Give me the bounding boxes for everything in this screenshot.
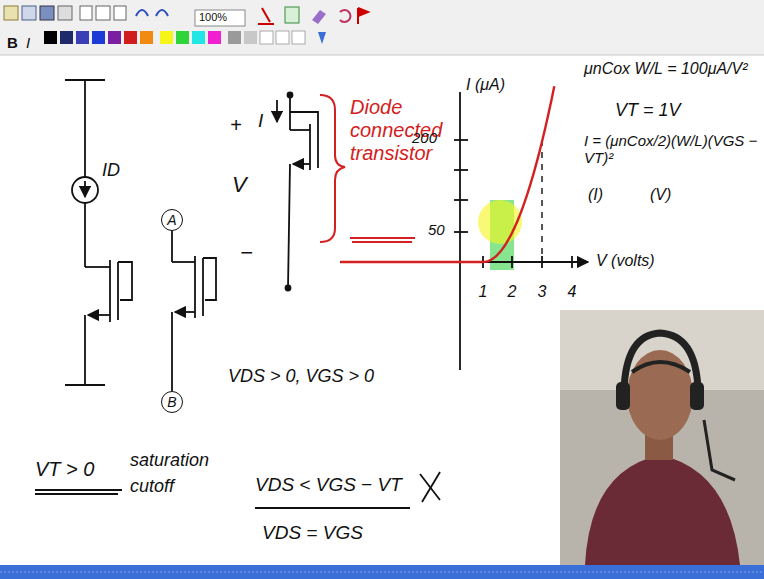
- tick-label: 200: [412, 129, 437, 146]
- condition-note: VDS = VGS: [262, 522, 363, 544]
- tick-label: 2: [508, 283, 517, 301]
- tick-label: 50: [428, 221, 445, 238]
- transistor-ab: [172, 231, 216, 391]
- diode-connected-transistor: [277, 93, 318, 291]
- strokes: [35, 472, 440, 508]
- toolbar-letter: B: [7, 34, 18, 51]
- polarity-sign: −: [240, 240, 253, 265]
- terminal-name: B: [167, 395, 176, 409]
- toolbar-letter: I: [26, 34, 30, 51]
- condition-note: VT > 0: [35, 458, 94, 481]
- terminal-circle: B: [161, 391, 183, 413]
- unit-note: (V): [650, 186, 671, 204]
- toolbar: [0, 0, 764, 55]
- current-equation: I = (μnCox/2)(W/L)(VGS − VT)²: [584, 132, 762, 167]
- tick-label: 1: [479, 283, 488, 301]
- region-name: saturation: [130, 450, 209, 471]
- voltage-label: V: [232, 172, 247, 197]
- webcam-inset: [560, 310, 764, 565]
- status-bar: [0, 565, 764, 579]
- condition-note: VDS > 0, VGS > 0: [228, 366, 374, 387]
- polarity-sign: +: [230, 114, 242, 137]
- tick-label: 4: [568, 283, 577, 301]
- parameter-note: μnCox W/L = 100μA/V²: [584, 60, 762, 78]
- region-name: cutoff: [130, 476, 174, 497]
- iv-graph: [340, 86, 588, 370]
- current-label: I: [258, 110, 263, 132]
- axis-label: V (volts): [596, 252, 655, 270]
- axis-label: I (μA): [466, 76, 505, 94]
- tick-label: 3: [538, 283, 547, 301]
- current-label: ID: [102, 160, 120, 181]
- parameter-note: VT = 1V: [615, 100, 681, 121]
- toolbar-icons: [4, 6, 368, 44]
- condition-note: VDS < VGS − VT: [255, 474, 402, 496]
- unit-note: (I): [588, 186, 603, 204]
- zoom-value: 100%: [199, 11, 227, 24]
- terminal-name: A: [167, 213, 176, 227]
- terminal-circle: A: [161, 209, 183, 231]
- current-source-circuit: [65, 80, 132, 385]
